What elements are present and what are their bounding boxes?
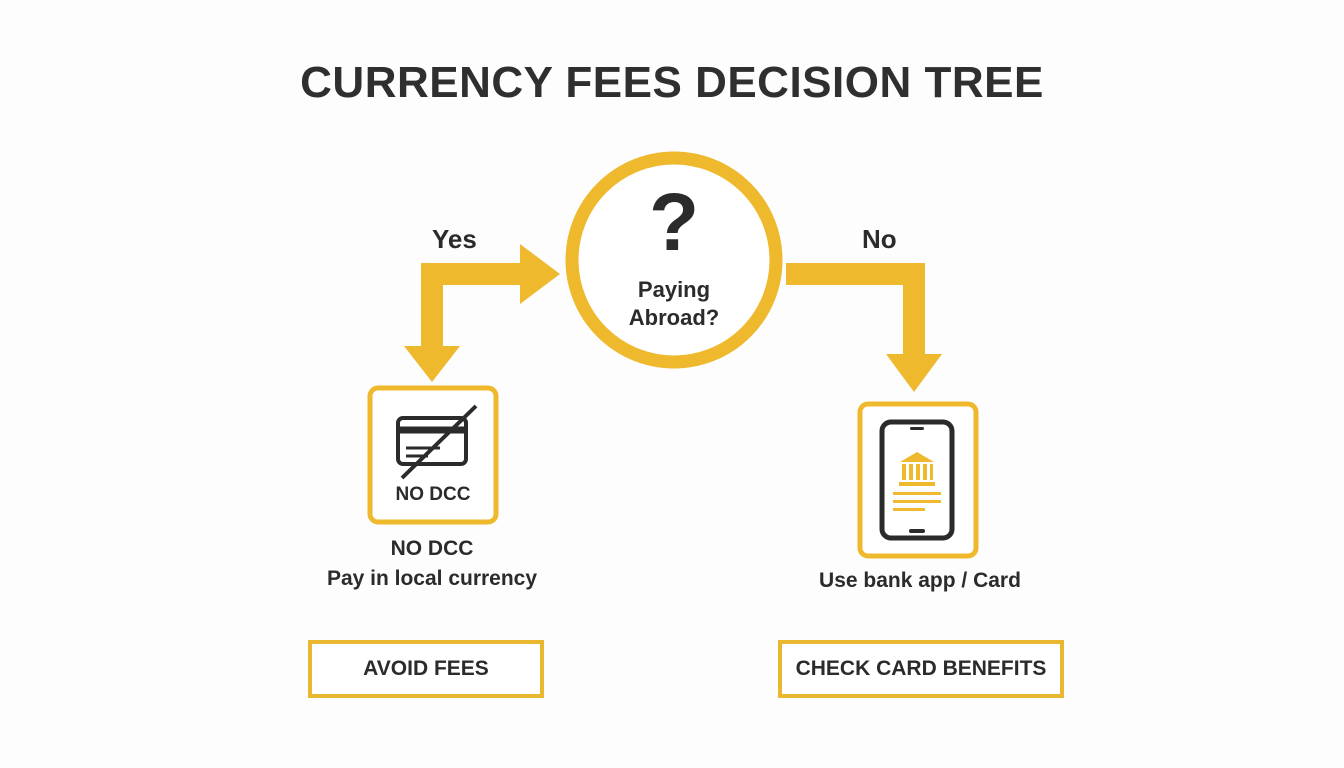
check-card-benefits-result-box: CHECK CARD BENEFITS <box>778 640 1064 698</box>
bank-icon <box>893 452 941 511</box>
no-dcc-card-caption: NO DCC <box>395 484 471 505</box>
right-outcome-description: Use bank app / Card <box>819 569 1021 592</box>
decision-line-1: Paying <box>637 277 711 302</box>
left-outcome-description: NO DCC Pay in local currency <box>300 534 564 594</box>
decision-question: Paying Abroad? <box>592 276 756 332</box>
no-label: No <box>862 224 897 254</box>
no-branch-arrow <box>786 263 942 392</box>
left-desc-line-1: NO DCC <box>390 537 474 560</box>
page-title: CURRENCY FEES DECISION TREE <box>300 58 1044 107</box>
avoid-fees-result-box: AVOID FEES <box>308 640 544 698</box>
question-mark-icon: ? <box>648 177 700 268</box>
bank-app-phone-icon <box>879 419 955 541</box>
decision-circle <box>565 151 783 369</box>
decision-line-2: Abroad? <box>628 305 720 330</box>
yes-label: Yes <box>432 224 477 254</box>
check-card-benefits-label: CHECK CARD BENEFITS <box>795 657 1047 680</box>
yes-branch-arrow <box>404 244 560 382</box>
crossed-out-card-icon <box>396 404 478 480</box>
avoid-fees-label: AVOID FEES <box>363 657 489 680</box>
left-desc-line-2: Pay in local currency <box>326 567 538 590</box>
